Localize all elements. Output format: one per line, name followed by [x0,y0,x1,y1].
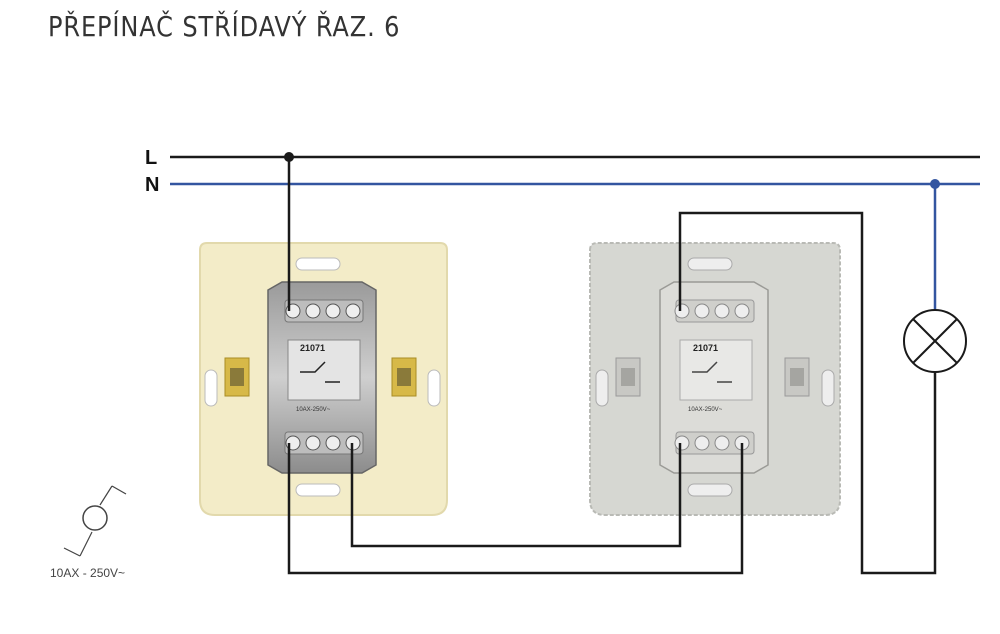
neutral-label: N [145,174,159,196]
terminal-block-top [284,299,364,323]
terminal-screw-icon [345,303,361,319]
wire-switched-to-lamp [678,211,937,575]
terminal-screw-icon [694,303,710,319]
terminal-screw-icon [674,435,690,451]
symbol-rating: 10AX - 250V~ [50,566,125,580]
lamp-icon [903,309,967,373]
changeover-symbol-icon [300,361,340,383]
label-panel [287,339,361,401]
switch-symbol-icon [63,485,127,557]
terminal-screw-icon [325,435,341,451]
claw-screw-icon [397,368,411,386]
terminal-screw-icon [674,303,690,319]
mounting-slot [204,369,218,407]
switch-code: 21071 [300,343,325,353]
changeover-symbol-icon [692,361,732,383]
mounting-slot [595,369,609,407]
terminal-screw-icon [714,435,730,451]
switch-rating: 10AX-250V~ [688,407,723,413]
claw-screw-icon [621,368,635,386]
mounting-slot [687,257,733,271]
switch-code: 21071 [693,343,718,353]
mounting-slot [687,483,733,497]
mounting-slot [821,369,835,407]
terminal-screw-icon [714,303,730,319]
page-title: PŘEPÍNAČ STŘÍDAVÝ ŘAZ. 6 [48,10,401,43]
terminal-screw-icon [734,303,750,319]
live-label: L [145,147,157,169]
wire-traveller-2 [350,443,682,548]
wire-traveller-1 [287,443,744,575]
switch-2: 21071 10AX-250V~ [589,242,841,516]
mounting-slot [295,483,341,497]
label-panel [679,339,753,401]
claw-screw-icon [790,368,804,386]
mounting-slot [295,257,341,271]
terminal-block-bottom [284,431,364,455]
terminal-screw-icon [325,303,341,319]
claw-screw-icon [230,368,244,386]
switch-1: 21071 10AX-250V~ [199,242,448,516]
mounting-slot [427,369,441,407]
terminal-screw-icon [694,435,710,451]
terminal-screw-icon [305,303,321,319]
switch-rating: 10AX-250V~ [296,407,331,413]
terminal-screw-icon [305,435,321,451]
